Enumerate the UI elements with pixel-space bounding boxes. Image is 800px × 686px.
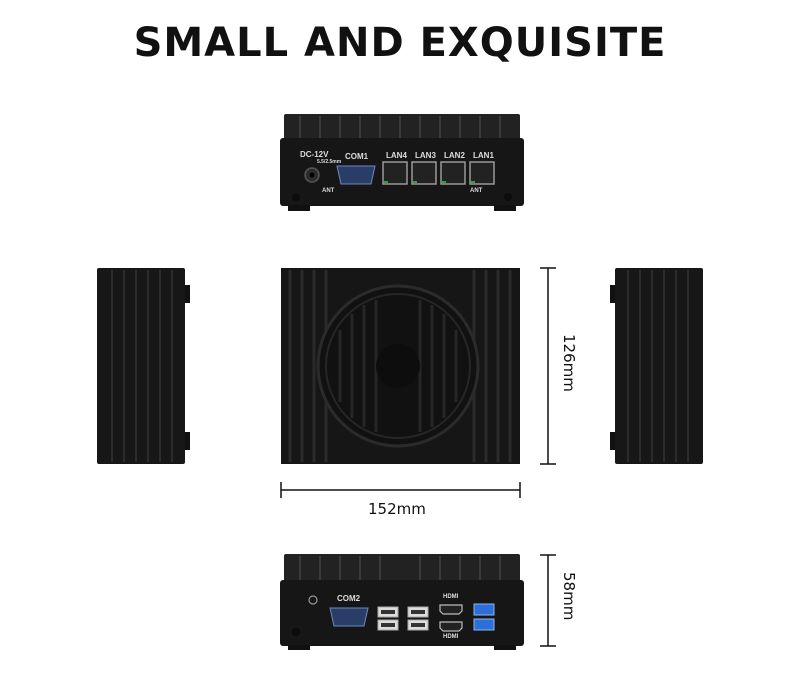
ant-right-label: ANT [470,188,483,194]
hdmi-bottom-label: HDMI [443,634,459,640]
power-button-icon [308,595,318,605]
lan4-label: LAN4 [386,151,407,160]
hdmi-top-label: HDMI [443,594,459,600]
hdmi-bottom-icon [439,621,463,632]
dimension-lines [280,267,556,647]
power-label: DC-12V [300,150,329,159]
com1-label: COM1 [345,152,369,161]
lan1-label: LAN1 [473,151,494,160]
lan2-label: LAN2 [444,151,465,160]
page-title: SMALL AND EXQUISITE [133,20,667,66]
lan3-label: LAN3 [415,151,436,160]
left-side-view [97,268,190,464]
com2-port-icon [329,607,369,627]
com-port-icon [336,165,376,185]
ant-left-label: ANT [322,188,335,194]
com2-label: COM2 [337,594,361,603]
right-side-view [610,268,703,464]
power-sub-label: 5.5/2.5mm [317,159,342,165]
top-view [281,268,520,464]
hdmi-top-icon [439,604,463,615]
width-dimension: 152mm [368,500,426,518]
